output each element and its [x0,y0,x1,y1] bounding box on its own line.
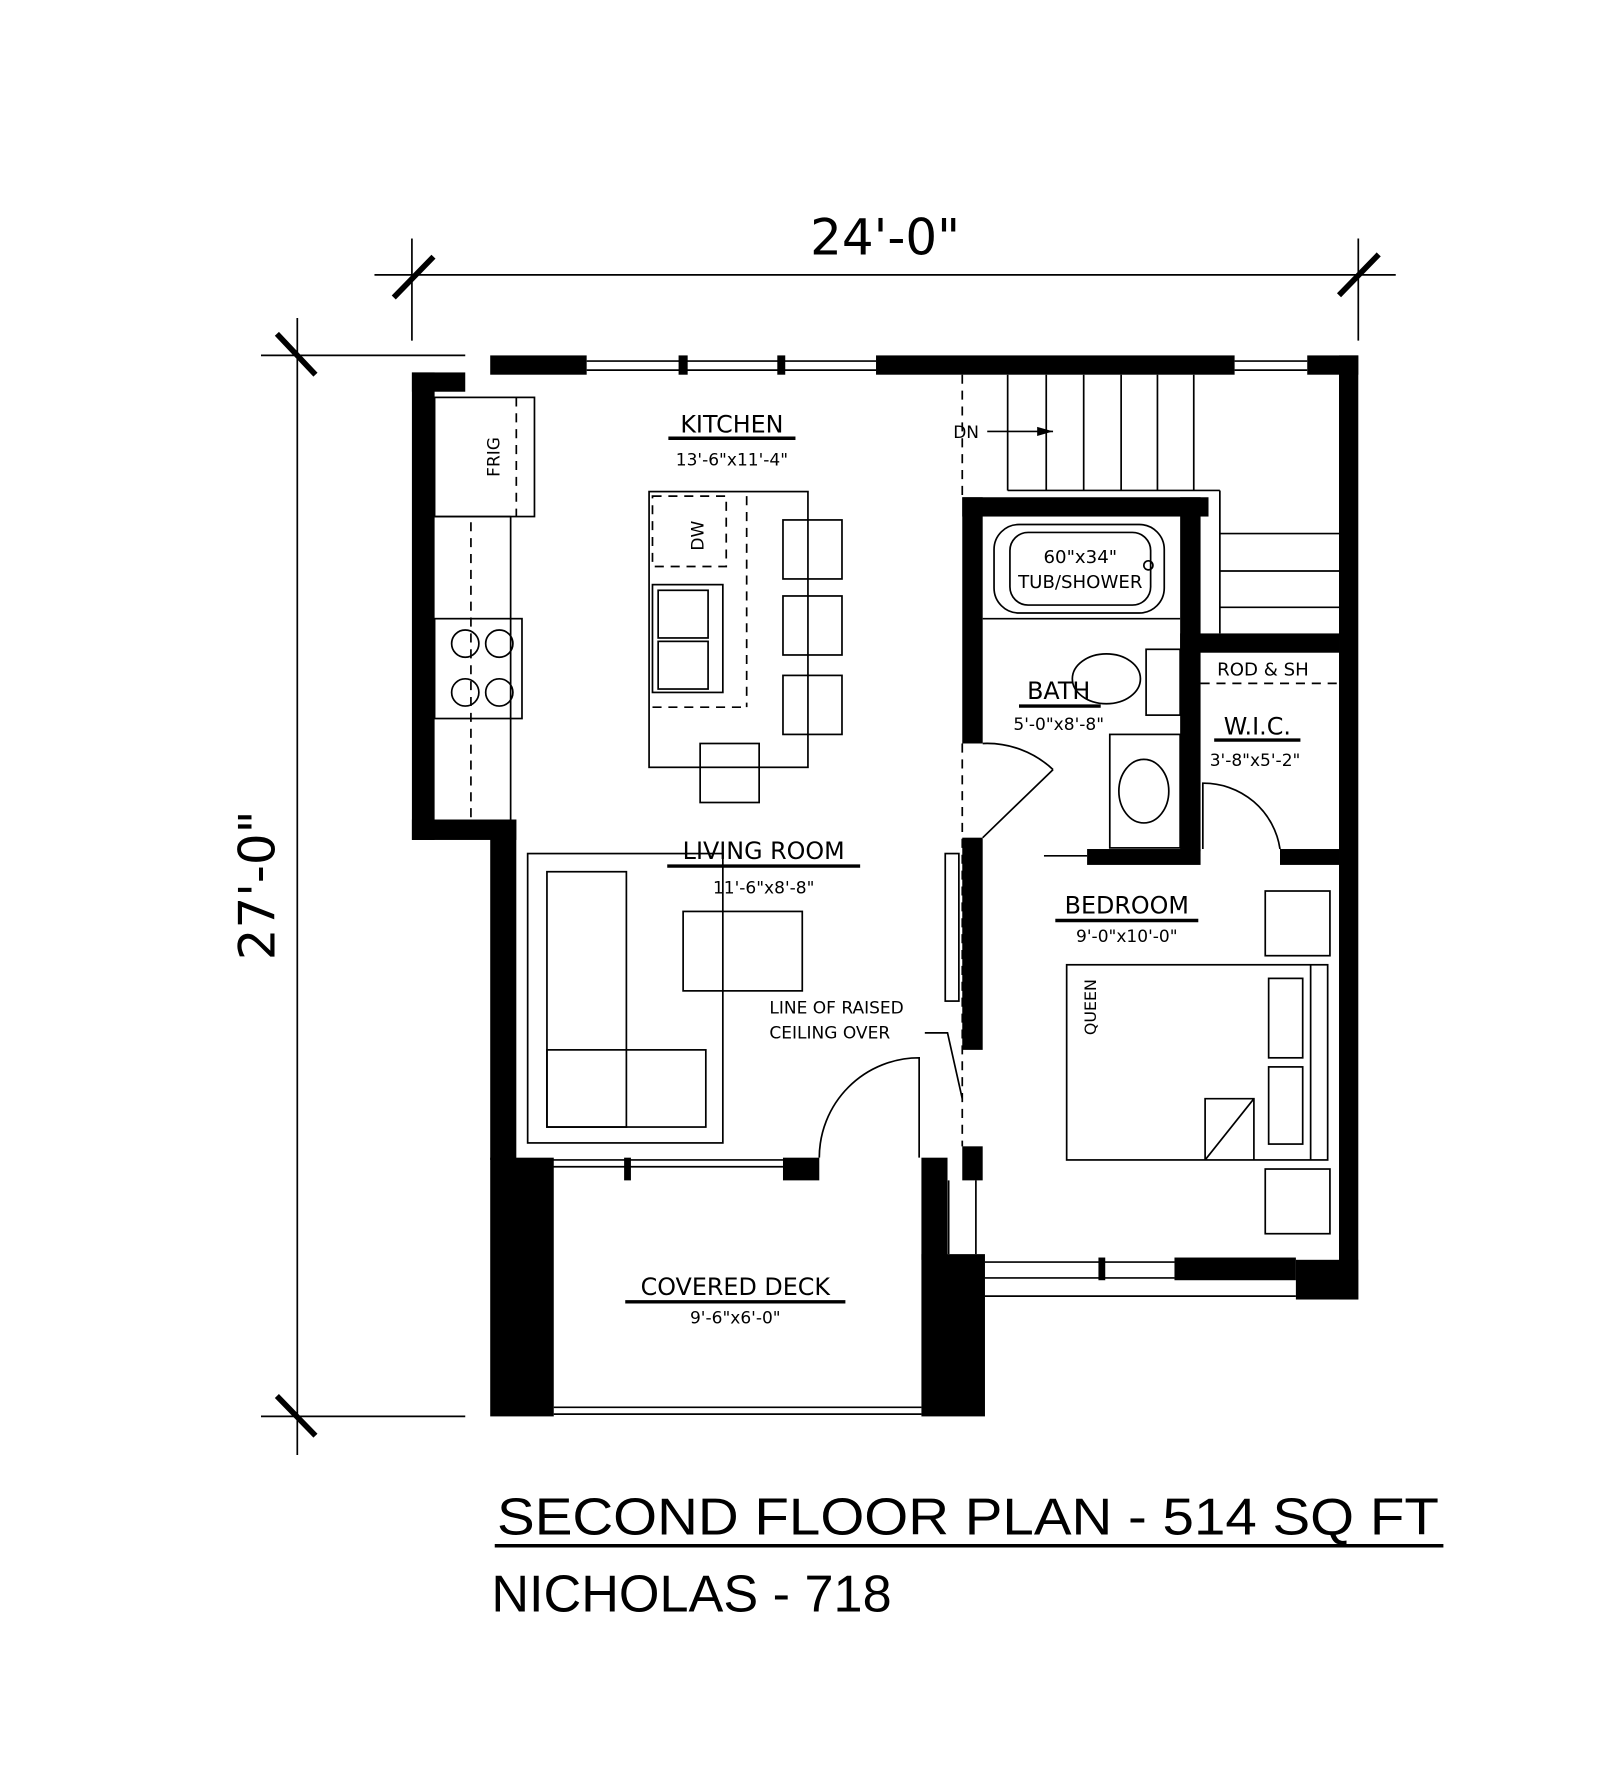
ceiling-note-1: LINE OF RAISED [769,999,903,1019]
kitchen-size: 13'-6"x11'-4" [676,450,788,470]
rod-shelf-label: ROD & SH [1217,659,1309,680]
stair-down-label: DN [953,423,979,443]
width-label: 24'-0" [810,208,960,266]
deck-name: COVERED DECK [641,1273,832,1301]
tub-label: TUB/SHOWER [1017,572,1143,593]
kitchen-name: KITCHEN [680,411,783,439]
tub-size: 60"x34" [1043,547,1117,568]
stairs: DN [953,374,1340,634]
windows [516,360,1308,1415]
plan-title: SECOND FLOOR PLAN - 514 SQ FT [497,1488,1439,1546]
walls [411,355,1359,1417]
covered-deck: COVERED DECK 9'-6"x6'-0" [625,1273,846,1328]
queen-bed-label: QUEEN [1081,979,1100,1035]
walk-in-closet: ROD & SH W.I.C. 3'-8"x5'-2" [1200,659,1340,850]
width-dimension: 24'-0" [374,208,1396,341]
bedroom-size: 9'-0"x10'-0" [1076,927,1178,947]
living-name: LIVING ROOM [683,837,845,865]
living-room: LIVING ROOM 11'-6"x8'-8" LINE OF RAISED … [526,742,1054,1158]
bath: 60"x34" TUB/SHOWER BATH 5'-0"x8'-8" [982,523,1181,857]
deck-size: 9'-6"x6'-0" [690,1308,781,1328]
bedroom: BEDROOM 9'-0"x10'-0" QUEEN [1055,890,1331,1235]
living-size: 11'-6"x8'-8" [713,878,814,898]
bedroom-name: BEDROOM [1065,892,1189,920]
bath-size: 5'-0"x8'-8" [1013,715,1104,735]
bath-name: BATH [1027,677,1090,705]
frig-label: FRIG [484,437,504,477]
wic-size: 3'-8"x5'-2" [1210,751,1301,771]
dw-label: DW [689,520,709,550]
model-name: NICHOLAS - 718 [491,1566,891,1624]
ceiling-note-2: CEILING OVER [769,1024,890,1044]
title-block: SECOND FLOOR PLAN - 514 SQ FT NICHOLAS -… [491,1488,1444,1624]
kitchen-fixtures: FRIG DW KITCHEN 13'-6"x11'-4" [433,396,843,820]
wic-name: W.I.C. [1224,712,1291,740]
depth-dimension: 27'-0" [229,317,466,1455]
depth-label: 27'-0" [229,810,287,960]
